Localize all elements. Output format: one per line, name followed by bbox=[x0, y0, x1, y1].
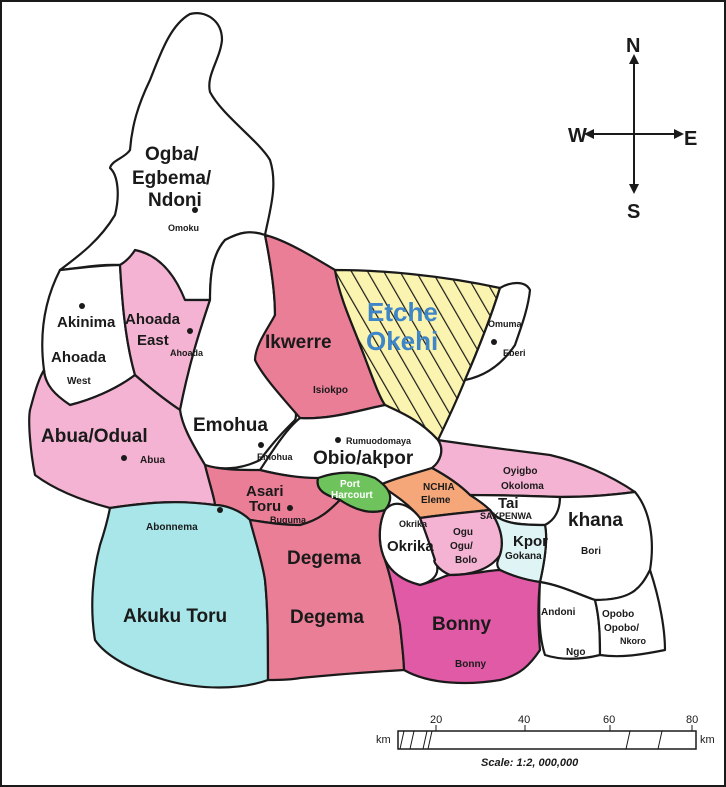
region-opobo[interactable] bbox=[593, 568, 667, 658]
label-opobo-1: Opobo bbox=[602, 609, 634, 620]
town-eberi: Eberi bbox=[503, 348, 526, 358]
region-labels: Ogba/ Egbema/ Ndoni Omoku Akinima Ahoada… bbox=[41, 144, 647, 670]
scale-unit-right: km bbox=[700, 734, 715, 746]
town-dot-eberi bbox=[491, 339, 497, 345]
label-ogu-2: Ogu/ bbox=[450, 541, 473, 552]
scale-tick-40: 40 bbox=[518, 714, 530, 726]
town-ngo: Ngo bbox=[566, 647, 585, 658]
scale-tick-80: 80 bbox=[686, 714, 698, 726]
scale-tick-20: 20 bbox=[430, 714, 442, 726]
region-ogu-bolo[interactable] bbox=[418, 508, 504, 577]
region-etche[interactable] bbox=[333, 268, 502, 442]
scale-bar: km km 20 40 60 80 Scale: 1:2, 000,000 bbox=[376, 714, 715, 769]
town-dot-omoku bbox=[192, 207, 198, 213]
region-degema[interactable] bbox=[248, 498, 406, 682]
region-bonny[interactable] bbox=[383, 558, 542, 685]
town-west: West bbox=[67, 376, 91, 387]
town-gokana: Gokana bbox=[505, 551, 542, 562]
label-eleme: Eleme bbox=[421, 495, 451, 506]
label-opobo-2: Opobo/ bbox=[604, 623, 639, 634]
label-abua: Abua/Odual bbox=[41, 426, 148, 447]
scale-bar-box bbox=[397, 730, 697, 750]
town-dot-ahoada bbox=[187, 328, 193, 334]
compass-e: E bbox=[684, 128, 697, 150]
label-harcourt: Harcourt bbox=[331, 490, 373, 501]
region-omuma[interactable] bbox=[463, 281, 532, 382]
town-dot-abonnema bbox=[217, 507, 223, 513]
town-dots bbox=[79, 207, 497, 513]
label-andoni: Andoni bbox=[541, 607, 576, 618]
label-etche-1: Etche bbox=[367, 297, 438, 327]
label-ogba-3: Ndoni bbox=[148, 190, 202, 211]
label-bolo: Bolo bbox=[455, 555, 477, 566]
label-degema-1: Degema bbox=[287, 548, 361, 569]
label-ikwerre: Ikwerre bbox=[265, 332, 332, 353]
town-dot-buguma bbox=[287, 505, 293, 511]
north-arrow-icon bbox=[629, 54, 639, 64]
label-etche-2: Okehi bbox=[366, 326, 438, 356]
town-bonny: Bonny bbox=[455, 659, 487, 670]
south-arrow-icon bbox=[629, 184, 639, 194]
scale-tick-60: 60 bbox=[603, 714, 615, 726]
label-degema-2: Degema bbox=[290, 607, 364, 628]
label-bonny: Bonny bbox=[432, 614, 492, 635]
label-ahoada-east-2: East bbox=[137, 332, 169, 349]
east-arrow-icon bbox=[674, 129, 684, 139]
west-arrow-icon bbox=[584, 129, 594, 139]
compass-w: W bbox=[568, 125, 587, 147]
town-rumuodomaya: Rumuodomaya bbox=[346, 436, 412, 446]
compass-rose: N S W E bbox=[568, 35, 697, 223]
compass-n: N bbox=[626, 35, 640, 57]
town-dot-rumuodomaya bbox=[335, 437, 341, 443]
scale-unit-left: km bbox=[376, 734, 391, 746]
label-khana: khana bbox=[568, 510, 623, 531]
label-kpor: Kpor bbox=[513, 533, 548, 550]
label-ogba-2: Egbema/ bbox=[132, 168, 212, 189]
label-tai: Tai bbox=[498, 495, 519, 512]
label-obio: Obio/akpor bbox=[313, 448, 414, 469]
town-isiokpo: Isiokpo bbox=[313, 385, 348, 396]
scale-caption: Scale: 1:2, 000,000 bbox=[481, 757, 579, 769]
label-akuku-toru: Akuku Toru bbox=[123, 606, 227, 627]
label-ogu-1: Ogu bbox=[453, 527, 473, 538]
label-okrika: Okrika bbox=[387, 538, 434, 555]
town-abonnema: Abonnema bbox=[146, 522, 198, 533]
label-nchia: NCHIA bbox=[423, 482, 455, 493]
town-nkoro: Nkoro bbox=[620, 636, 647, 646]
label-akinima: Akinima bbox=[57, 314, 116, 331]
label-oyigbo: Oyigbo bbox=[503, 466, 537, 477]
town-omoku: Omoku bbox=[168, 223, 199, 233]
label-asari: Asari bbox=[246, 483, 284, 500]
town-buguma: Buguma bbox=[270, 515, 307, 525]
label-emohua: Emohua bbox=[193, 415, 268, 436]
lga-regions bbox=[28, 12, 667, 689]
town-dot-emohua bbox=[258, 442, 264, 448]
label-port: Port bbox=[340, 479, 361, 490]
town-bori: Bori bbox=[581, 546, 601, 557]
town-emohua: Emohua bbox=[257, 452, 293, 462]
town-dot-abua bbox=[121, 455, 127, 461]
label-ogba-1: Ogba/ bbox=[145, 144, 200, 165]
town-omuma: Omuma bbox=[488, 319, 523, 329]
town-dot-akinima bbox=[79, 303, 85, 309]
town-sakpenwa: SAKPENWA bbox=[480, 511, 533, 521]
label-ahoada-east-1: Ahoada bbox=[125, 311, 181, 328]
label-toru: Toru bbox=[249, 498, 281, 515]
label-ahoada-west: Ahoada bbox=[51, 349, 107, 366]
label-okoloma: Okoloma bbox=[501, 481, 544, 492]
town-ahoada: Ahoada bbox=[170, 348, 204, 358]
town-okrika: Okrika bbox=[399, 519, 428, 529]
town-abua: Abua bbox=[140, 455, 165, 466]
compass-s: S bbox=[627, 201, 640, 223]
